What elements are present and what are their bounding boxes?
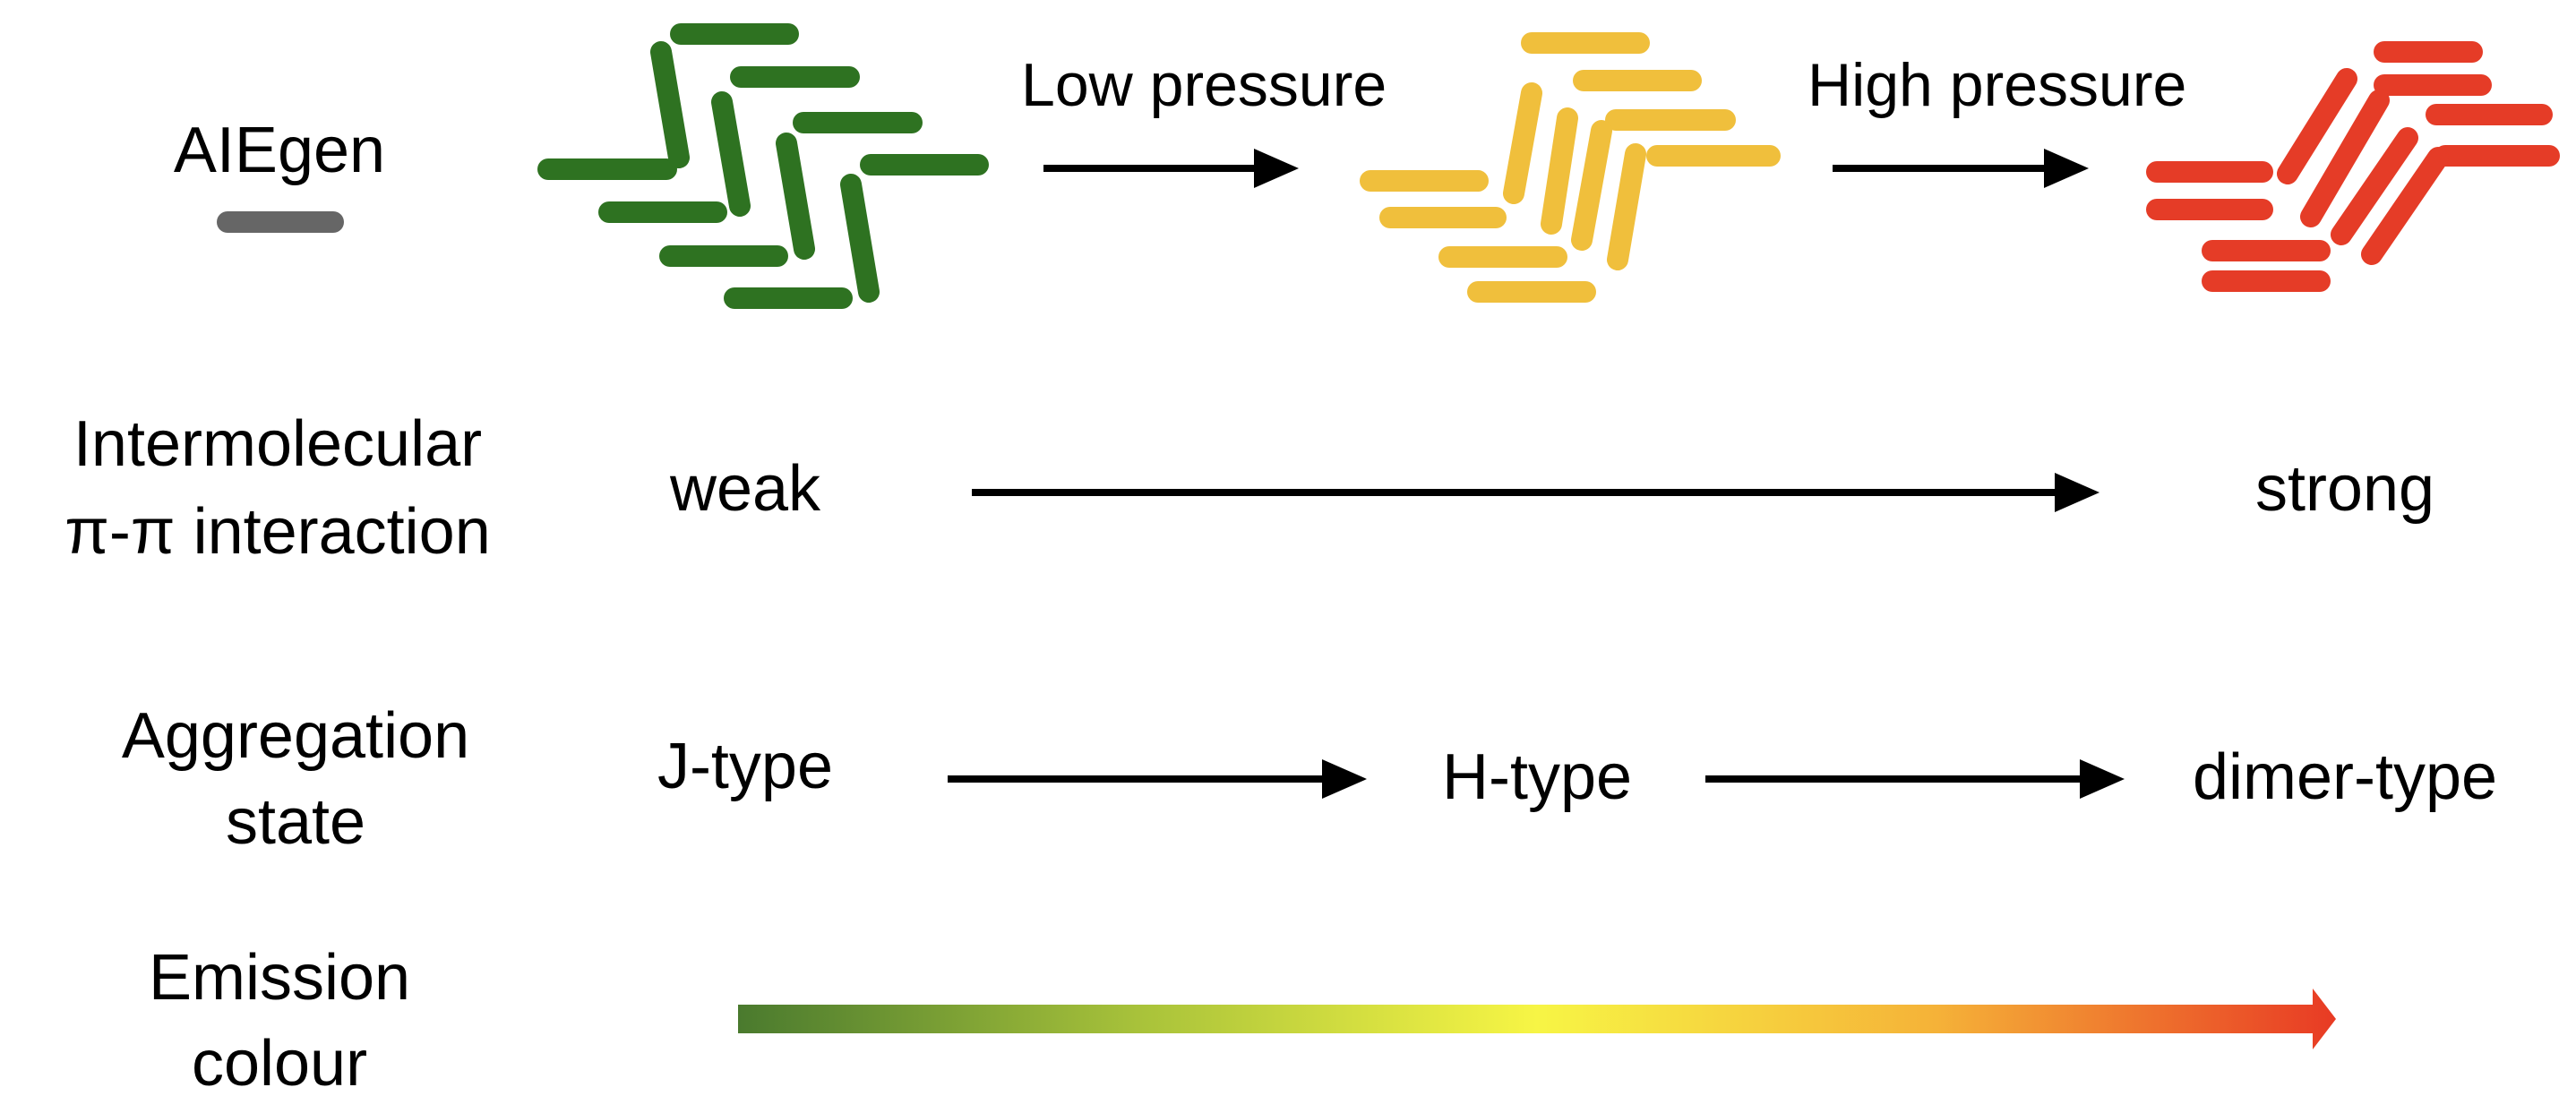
emission-row-label-line1: Emission xyxy=(149,942,410,1014)
aggregation-arrowhead-1 xyxy=(1322,759,1367,799)
molecule-bar xyxy=(1607,143,1646,270)
interaction-end-label: strong xyxy=(2255,453,2434,525)
aiegen-legend-label: AIEgen xyxy=(174,115,385,186)
molecule-bar xyxy=(2277,68,2357,184)
molecule-bar xyxy=(650,41,690,168)
low-pressure-arrowhead xyxy=(1254,149,1299,188)
aggregation-state-dimer-type: dimer-type xyxy=(2193,741,2497,813)
emission-colour-gradient-arrow xyxy=(738,989,2336,1049)
aggregation-row-label-line1: Aggregation xyxy=(122,700,469,772)
interaction-row-label-line1: Intermolecular xyxy=(73,408,482,480)
molecule-bar xyxy=(1541,107,1578,235)
molecule-bar xyxy=(2361,147,2449,265)
initial-aggregate-cluster xyxy=(537,23,989,309)
high-pressure-aggregate-cluster xyxy=(2146,41,2560,292)
low-pressure-aggregate-cluster xyxy=(1360,32,1781,303)
interaction-row-label-line2: π-π interaction xyxy=(64,496,491,568)
molecule-bar xyxy=(2300,90,2390,227)
molecule-bar xyxy=(1503,82,1542,204)
aggregation-arrowhead-2 xyxy=(2080,759,2125,799)
molecule-bar xyxy=(711,91,751,217)
low-pressure-label: Low pressure xyxy=(1021,51,1387,119)
molecule-bar xyxy=(1571,120,1612,251)
emission-row-label-line2: colour xyxy=(192,1028,367,1100)
aggregation-state-h-type: H-type xyxy=(1442,741,1632,813)
molecule-bar xyxy=(2331,127,2418,245)
high-pressure-label: High pressure xyxy=(1807,51,2186,119)
interaction-arrowhead xyxy=(2055,473,2099,512)
molecule-bar xyxy=(776,133,815,260)
high-pressure-arrowhead xyxy=(2044,149,2089,188)
aggregation-state-j-type: J-type xyxy=(657,731,833,802)
molecule-bar xyxy=(840,174,880,303)
aggregation-row-label-line2: state xyxy=(226,786,365,858)
interaction-start-label: weak xyxy=(669,453,821,525)
